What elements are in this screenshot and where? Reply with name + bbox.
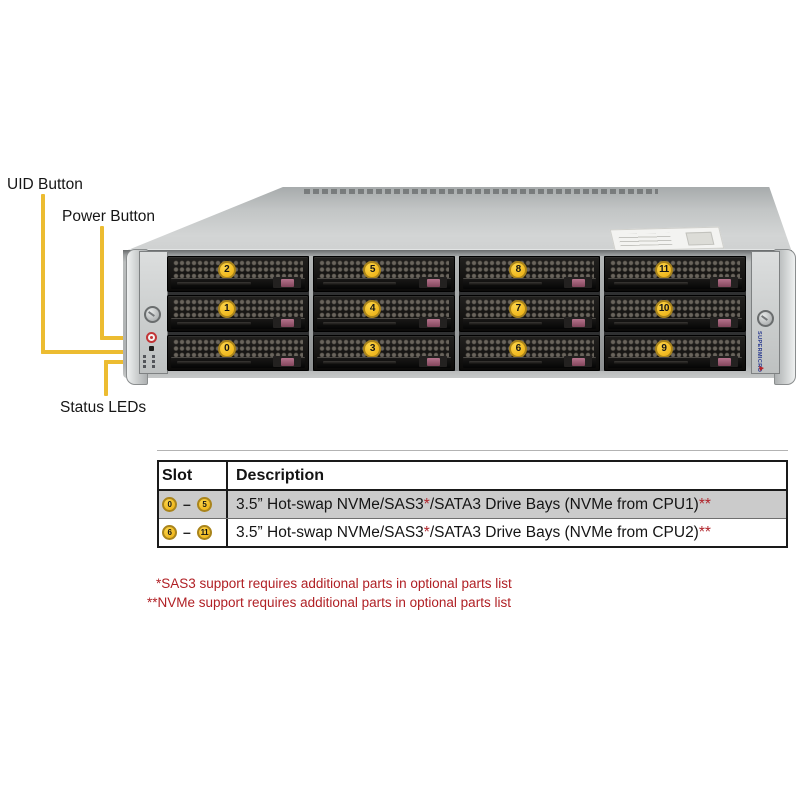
drive-bay-7: 7 [458, 295, 601, 332]
thumbscrew-icon [757, 310, 774, 327]
slot-badge-start: 0 [162, 497, 177, 512]
vent-grille [173, 260, 303, 280]
bay-number-badge: 4 [363, 300, 382, 319]
bay-number-badge: 9 [654, 339, 673, 358]
power-button [146, 332, 157, 343]
tray-release-latch [718, 279, 731, 288]
tray-release-latch [718, 357, 731, 366]
drive-bay-4: 4 [312, 295, 455, 332]
table-row: 6 – 11 3.5” Hot-swap NVMe/SAS3*/SATA3 Dr… [159, 519, 786, 546]
slot-badge-end: 5 [196, 497, 212, 512]
tray-handle [171, 356, 305, 368]
tray-handle [171, 278, 305, 290]
tray-release-latch [572, 279, 586, 288]
slot-range-dash: – [183, 524, 191, 540]
drive-bay-11: 11 [604, 256, 746, 293]
drive-bay-2: 2 [167, 256, 309, 293]
supermicro-logo: SUPERMICRO [756, 331, 762, 373]
uid-callout-line [41, 350, 141, 354]
tray-handle [462, 278, 597, 290]
drive-bay-grid: 2 5 8 11 1 4 7 10 0 3 6 9 [167, 256, 746, 371]
tray-handle [462, 356, 597, 368]
uid-button-label: UID Button [7, 176, 83, 193]
tray-release-latch [572, 357, 586, 366]
vent-grille [464, 299, 595, 320]
serial-label-sticker [609, 226, 725, 252]
slot-badge-end: 11 [196, 525, 212, 540]
tray-handle [608, 317, 742, 329]
tray-release-latch [572, 318, 586, 327]
uid-callout-line [41, 194, 45, 354]
tray-release-latch [280, 357, 294, 366]
drive-bay-5: 5 [312, 256, 455, 293]
status-leds [143, 355, 161, 369]
status-callout-line [104, 360, 108, 396]
vent-grille [318, 260, 449, 280]
tray-release-latch [426, 279, 440, 288]
table-top-rule [157, 450, 788, 451]
slot-description: 3.5” Hot-swap NVMe/SAS3*/SATA3 Drive Bay… [236, 523, 711, 541]
vent-grille [610, 260, 740, 280]
tray-release-latch [280, 318, 294, 327]
vent-grille [610, 299, 740, 320]
bay-column-divider [600, 256, 604, 371]
footnote-sas3: *SAS3 support requires additional parts … [156, 576, 512, 591]
bay-number-badge: 0 [217, 339, 236, 358]
tray-handle [608, 356, 742, 368]
tray-handle [316, 278, 451, 290]
tray-handle [462, 317, 597, 329]
bay-number-badge: 6 [509, 339, 528, 358]
thumbscrew-icon [144, 306, 161, 323]
table-header-description: Description [236, 466, 325, 484]
slot-badge-start: 6 [162, 525, 177, 540]
table-row: 0 – 5 3.5” Hot-swap NVMe/SAS3*/SATA3 Dri… [159, 491, 786, 519]
bay-number-badge: 5 [363, 261, 382, 279]
bay-number-badge: 10 [654, 300, 673, 319]
drive-bay-3: 3 [312, 334, 455, 371]
tray-handle [171, 317, 305, 329]
drive-bay-6: 6 [458, 334, 601, 371]
vent-grille [318, 299, 449, 320]
tray-release-latch [280, 279, 294, 288]
drive-bay-9: 9 [604, 334, 746, 371]
slot-description-table: Slot Description 0 – 5 3.5” Hot-swap NVM… [157, 460, 788, 548]
drive-bay-1: 1 [167, 295, 309, 332]
bay-number-badge: 3 [363, 339, 382, 358]
tray-handle [316, 317, 451, 329]
drive-bay-8: 8 [458, 256, 601, 293]
vent-grille [318, 338, 449, 359]
status-leds-label: Status LEDs [60, 399, 147, 416]
power-callout-line [100, 336, 141, 340]
bay-number-badge: 8 [509, 261, 528, 279]
uid-button [149, 346, 154, 351]
bay-column-divider [309, 256, 313, 371]
tray-handle [608, 278, 742, 290]
vent-grille [610, 338, 740, 359]
bay-number-badge: 11 [654, 261, 673, 279]
footnote-nvme: **NVMe support requires additional parts… [147, 595, 511, 610]
drive-bay-10: 10 [604, 295, 746, 332]
slot-range-dash: – [183, 496, 191, 512]
tray-handle [316, 356, 451, 368]
power-callout-line [100, 226, 104, 340]
rear-vent-strip [303, 189, 659, 194]
bay-number-badge: 2 [217, 261, 236, 279]
table-header-slot: Slot [159, 462, 228, 489]
vent-grille [173, 338, 303, 359]
tray-release-latch [426, 318, 440, 327]
vent-grille [464, 338, 595, 359]
bay-number-badge: 7 [509, 300, 528, 319]
tray-release-latch [718, 318, 731, 327]
vent-grille [173, 299, 303, 320]
vent-grille [464, 260, 595, 280]
power-button-label: Power Button [62, 208, 156, 225]
brand-logo-mark [759, 366, 764, 371]
status-callout-line [104, 360, 141, 364]
slot-description: 3.5” Hot-swap NVMe/SAS3*/SATA3 Drive Bay… [236, 495, 711, 513]
tray-release-latch [426, 357, 440, 366]
table-header-row: Slot Description [159, 462, 786, 491]
bay-number-badge: 1 [217, 300, 236, 319]
bay-column-divider [455, 256, 459, 371]
drive-bay-0: 0 [167, 334, 309, 371]
